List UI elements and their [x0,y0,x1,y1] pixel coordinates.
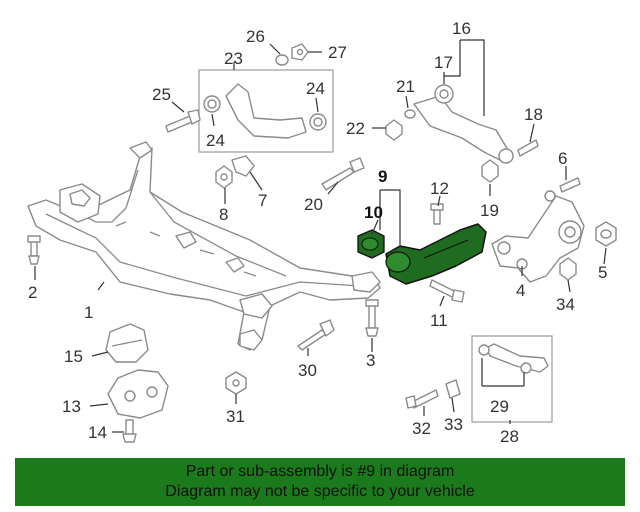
bracket-part-13 [107,369,169,419]
callout-28: 28 [500,427,519,446]
callout-7: 7 [258,191,267,210]
callout-24-left: 24 [206,131,225,150]
control-arm-part-16 [413,84,514,164]
bolt-part-3 [365,299,379,337]
callout-32: 32 [412,419,431,438]
washer-part-21 [404,109,416,119]
callout-24-right: 24 [306,79,325,98]
callout-25: 25 [152,85,171,104]
lateral-link-part-28 [478,343,549,374]
callout-labels: 1 2 3 4 5 6 7 8 9 10 11 12 13 14 15 16 1… [28,19,607,446]
nut-part-8 [215,165,233,189]
callout-18: 18 [524,105,543,124]
bushing-part-10 [357,229,385,259]
nut-part-34 [559,257,577,281]
callout-12: 12 [430,179,449,198]
bushing-part-5 [595,221,617,247]
callout-16: 16 [452,19,471,38]
banner-line-disclaimer: Diagram may not be specific to your vehi… [165,483,475,500]
nut-part-31 [225,371,247,395]
banner-line-part: Part or sub-assembly is #9 in diagram [185,463,455,480]
subframe-part [27,141,381,351]
bolt-part-25 [165,109,201,133]
callout-22: 22 [346,119,365,138]
callout-31: 31 [226,407,245,426]
callout-4: 4 [516,281,525,300]
bolt-part-32 [405,389,439,409]
trailing-arm-part-9 [385,223,487,285]
bolt-part-11 [429,279,465,303]
plate-part-33 [445,379,461,399]
mount-part-15 [105,323,149,363]
bracket-part-7 [231,155,255,177]
callout-15: 15 [64,347,83,366]
callout-3: 3 [366,351,375,370]
bolt-part-12 [430,203,444,225]
callout-29: 29 [490,397,509,416]
callout-34: 34 [556,295,575,314]
part-notice-banner: Part or sub-assembly is #9 in diagram Di… [15,458,625,506]
callout-20: 20 [304,195,323,214]
box-frame-23 [198,69,334,153]
callout-14: 14 [88,423,107,442]
bolt-part-6 [559,177,581,193]
box-frame-28 [471,335,553,423]
callout-5: 5 [598,263,607,282]
washer-part-26 [275,54,289,66]
exploded-parts-diagram: 1 2 3 4 5 6 7 8 9 10 11 12 13 14 15 16 1… [27,19,617,446]
callout-26: 26 [246,27,265,46]
callout-8: 8 [219,205,228,224]
nut-part-27 [291,43,309,61]
control-arm-part-23 [203,83,327,139]
bolt-part-30 [297,319,335,351]
nut-part-22 [385,119,403,141]
callout-1: 1 [84,303,93,322]
bolt-part-14 [122,419,137,443]
callout-13: 13 [62,397,81,416]
callout-17: 17 [434,53,453,72]
knuckle-part-4 [491,190,585,283]
bolt-part-2 [27,235,41,265]
callout-19: 19 [480,201,499,220]
callout-33: 33 [444,415,463,434]
callout-23: 23 [224,49,243,68]
bolt-part-18 [517,139,539,157]
callout-21: 21 [396,77,415,96]
callout-10: 10 [364,203,383,222]
nut-part-19 [481,159,499,183]
callout-27: 27 [328,43,347,62]
callout-6: 6 [558,149,567,168]
callout-11: 11 [430,311,448,330]
callout-30: 30 [298,361,317,380]
callout-9: 9 [378,167,387,186]
leader-lines [34,39,607,433]
callout-2: 2 [28,283,37,302]
bolt-part-20 [321,157,365,191]
